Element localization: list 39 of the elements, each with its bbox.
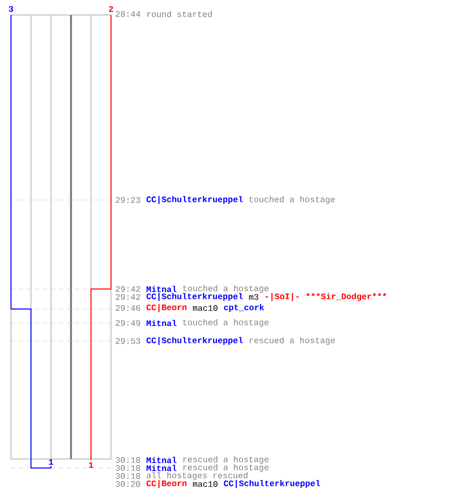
player-name: CC|Schulterkrueppel (224, 480, 320, 488)
event-text: mac10 (192, 305, 218, 311)
event-text: all hostages rescued (146, 472, 248, 480)
event-text: mac10 (192, 481, 218, 487)
player-name: cpt_cork (224, 304, 264, 312)
timestamp: 28:44 (116, 11, 140, 17)
event-text: touched a hostage (183, 285, 268, 293)
event-text: touched a hostage (249, 196, 335, 204)
player-name: -|SoI|- (266, 292, 299, 302)
timestamp: 30:18 (116, 457, 140, 463)
player-name: CC|Beorn (146, 304, 186, 312)
player-name: ***Sir_Dodger*** (306, 293, 386, 301)
event-text: rescued a hostage (183, 456, 268, 464)
count-number: 1 (49, 459, 54, 465)
event-text: round started (147, 10, 212, 18)
player-name: Mitnal (146, 464, 176, 472)
event-text: touched a hostage (183, 319, 268, 327)
timestamp: 29:46 (116, 305, 140, 311)
player-name: Mitnal (146, 286, 176, 292)
timestamp: 29:49 (116, 320, 140, 326)
player-name: CC|Schulterkrueppel (146, 292, 243, 302)
timestamp: 30:18 (116, 473, 140, 479)
timestamp: 30:20 (116, 481, 140, 487)
event-text: m3 (249, 294, 258, 300)
player-name: Mitnal (146, 456, 176, 464)
count-number: 3 (8, 6, 14, 12)
event-text: rescued a hostage (183, 464, 268, 472)
timestamp: 29:23 (116, 197, 140, 203)
player-name: Mitnal (146, 320, 176, 326)
timestamp: 29:42 (116, 286, 140, 292)
timestamp: 29:42 (116, 294, 140, 300)
count-number: 1 (89, 462, 94, 468)
player-name: CC|Schulterkrueppel (146, 336, 243, 346)
count-number: 2 (108, 6, 114, 12)
timestamp: 30:18 (116, 465, 140, 471)
player-name: CC|Beorn (146, 480, 186, 488)
event-text: rescued a hostage (250, 337, 335, 345)
player-name: CC|Schulterkrueppel (146, 196, 243, 204)
timestamp: 29:53 (116, 338, 140, 344)
